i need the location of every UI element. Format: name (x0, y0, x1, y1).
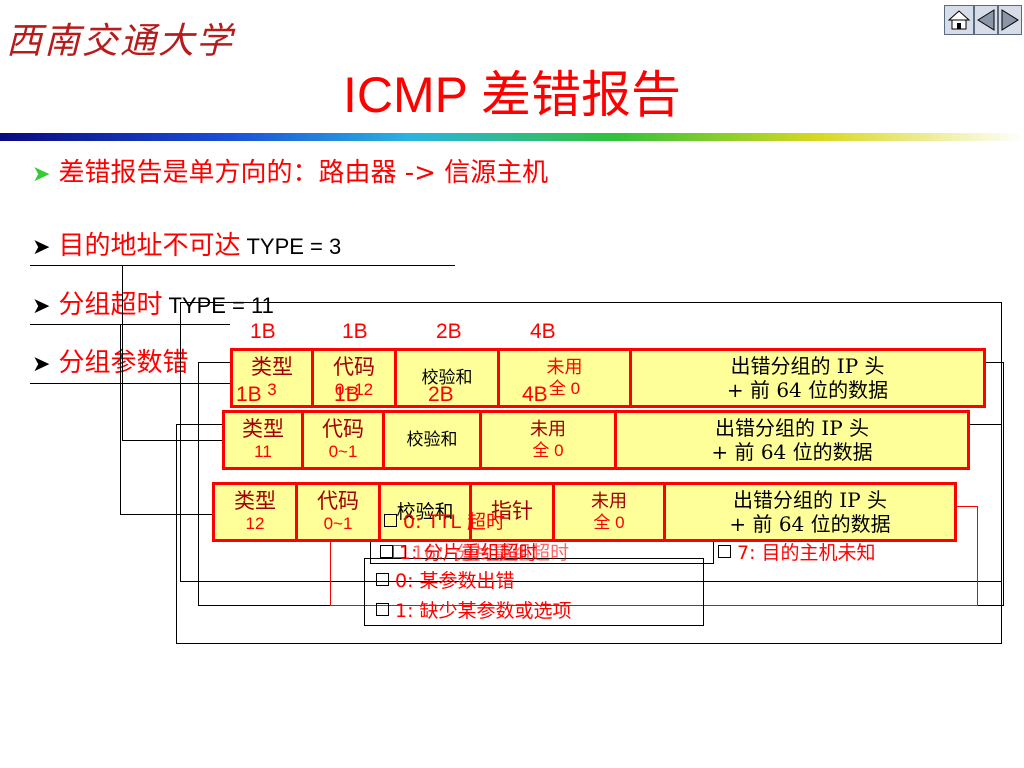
size-label: 2B (428, 383, 454, 406)
connector-line (120, 324, 121, 514)
arrow-bullet-icon: ➤ (32, 352, 51, 377)
gradient-divider (0, 133, 1024, 141)
field-data: 出错分组的 IP 头+ 前 64 位的数据 (629, 348, 986, 408)
prev-icon (974, 5, 998, 35)
arrow-bullet-icon: ➤ (32, 235, 51, 260)
note-reassembly: 1: 分片重组超时 (380, 538, 538, 565)
home-icon (944, 5, 974, 35)
field-size-labels-overlap: 1B 1B 2B 4B (0, 383, 1024, 407)
connector-line (122, 265, 123, 440)
size-label: 1B (334, 383, 360, 406)
bullet-text: 分组参数错 (58, 348, 189, 378)
note-host-unknown: 7: 目的主机未知 (718, 538, 876, 565)
checkbox-bullet-icon (718, 545, 731, 558)
field-unused: 未用全 0 (552, 482, 666, 542)
next-button[interactable] (998, 5, 1022, 35)
field-size-labels: 1B 1B 2B 4B (0, 320, 1024, 346)
checkbox-bullet-icon (376, 603, 389, 616)
note-param-1: 1: 缺少某参数或选项 (376, 596, 572, 623)
next-icon (998, 5, 1022, 35)
bullet-text: 目的地址不可达 (58, 231, 241, 261)
checkbox-bullet-icon (384, 514, 397, 527)
type-label: TYPE = 3 (246, 234, 342, 259)
field-checksum: 校验和 (382, 410, 482, 470)
underline (30, 383, 230, 384)
checkbox-bullet-icon (393, 545, 406, 558)
bullet-param-error: ➤ 分组参数错 (32, 346, 188, 382)
underline (30, 265, 455, 266)
size-label: 2B (436, 320, 462, 343)
type-label: TYPE = 11 (168, 293, 274, 318)
field-checksum: 校验和 (394, 348, 500, 408)
slide-title: ICMP 差错报告 (343, 67, 681, 123)
home-button[interactable] (944, 5, 974, 35)
field-checksum: 校验和 (378, 482, 472, 542)
connector-line (122, 440, 222, 441)
field-unused: 未用全 0 (479, 410, 617, 470)
checkbox-bullet-icon (376, 573, 389, 586)
checkbox-bullet-icon (380, 545, 393, 558)
connector-line (120, 514, 215, 515)
field-data: 出错分组的 IP 头+ 前 64 位的数据 (614, 410, 970, 470)
bullet-text: 差错报告是单方向的：路由器 -> 信源主机 (58, 158, 549, 188)
university-logo: 西南交通大学 (6, 21, 235, 62)
size-label: 1B (342, 320, 368, 343)
size-label: 4B (522, 383, 548, 406)
note-unreachable-overlap: 16：分片重组超时 (393, 538, 569, 565)
size-label: 1B (250, 320, 276, 343)
bullet-text: 分组超时 (58, 290, 163, 320)
note-param-0: 0: 某参数出错 (376, 566, 515, 593)
note-ttl: 0: TTL 超时 (384, 507, 505, 534)
size-label: 1B (236, 383, 262, 406)
arrow-bullet-icon: ➤ (32, 162, 51, 187)
field-data: 出错分组的 IP 头+ 前 64 位的数据 (663, 482, 957, 542)
bullet-direction: ➤ 差错报告是单方向的：路由器 -> 信源主机 (32, 156, 548, 192)
underline (30, 324, 230, 325)
arrow-bullet-icon: ➤ (32, 294, 51, 319)
size-label: 4B (530, 320, 556, 343)
note-frame (364, 558, 704, 626)
prev-button[interactable] (974, 5, 998, 35)
